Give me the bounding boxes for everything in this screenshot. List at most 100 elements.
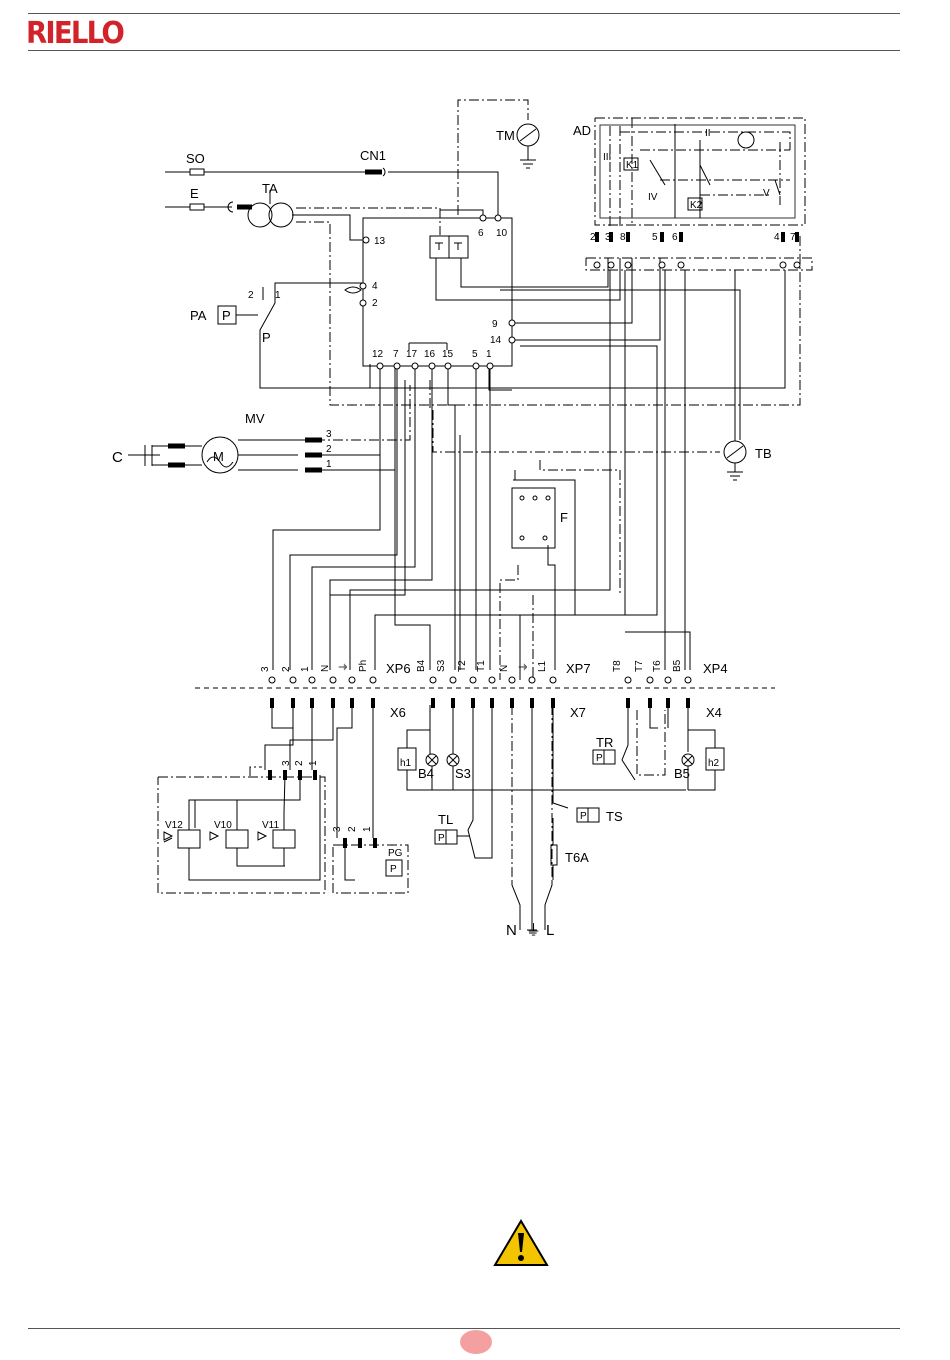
ad-pin-3: 3 bbox=[605, 232, 611, 243]
label-tl: TL bbox=[438, 812, 453, 827]
label-pg-box: P bbox=[390, 864, 397, 875]
pg-pin-3: 3 bbox=[332, 826, 343, 832]
mains-n: N bbox=[506, 922, 517, 939]
xp7-pin-b4: B4 bbox=[416, 659, 427, 672]
pin-14: 14 bbox=[490, 335, 502, 346]
pin-15: 15 bbox=[442, 349, 454, 360]
label-pg: PG bbox=[388, 848, 403, 859]
label-b4: B4 bbox=[418, 766, 434, 781]
label-v10: V10 bbox=[214, 820, 232, 831]
label-p-contact: P bbox=[262, 330, 271, 345]
pin-13: 13 bbox=[374, 236, 386, 247]
label-ts-box: P bbox=[580, 811, 587, 822]
xp7-pin-earth: ⏚ bbox=[518, 662, 530, 672]
label-x7: X7 bbox=[570, 705, 586, 720]
label-ad-ii: II bbox=[705, 128, 711, 139]
ad-pin-2: 2 bbox=[590, 232, 596, 243]
label-x4: X4 bbox=[706, 705, 722, 720]
terminal-points bbox=[269, 215, 800, 683]
label-tr-box: P bbox=[596, 753, 603, 764]
label-xp4: XP4 bbox=[703, 661, 728, 676]
label-c: C bbox=[112, 449, 123, 466]
pa-pin-2: 2 bbox=[248, 290, 254, 301]
xp6-pin-1: 1 bbox=[300, 666, 311, 672]
label-ad-iv: IV bbox=[648, 192, 658, 203]
pg-pin-1: 1 bbox=[362, 826, 373, 832]
pin-6: 6 bbox=[478, 228, 484, 239]
label-h2: h2 bbox=[708, 758, 720, 769]
xp4-pin-t8: T8 bbox=[612, 660, 623, 672]
label-x6: X6 bbox=[390, 705, 406, 720]
xp7-pin-n: N bbox=[499, 665, 510, 672]
pin-2: 2 bbox=[372, 298, 378, 309]
ad-pin-7: 7 bbox=[790, 232, 796, 243]
pin-17: 17 bbox=[406, 349, 418, 360]
label-ts: TS bbox=[606, 809, 623, 824]
internal-wiring bbox=[273, 210, 785, 680]
mv-pin-2: 2 bbox=[326, 444, 332, 455]
mains-earth: ⏚ bbox=[526, 922, 541, 939]
pin-4: 4 bbox=[372, 281, 378, 292]
pin-7: 7 bbox=[393, 349, 399, 360]
ad-pin-6: 6 bbox=[672, 232, 678, 243]
label-ad-iii: III bbox=[603, 152, 611, 163]
warning-triangle-icon bbox=[495, 1221, 547, 1265]
x6-pin-3: 3 bbox=[281, 760, 292, 766]
pg-pin-2: 2 bbox=[347, 826, 358, 832]
mains-l: L bbox=[546, 922, 554, 939]
label-tb: TB bbox=[755, 446, 772, 461]
x6-pin-2: 2 bbox=[294, 760, 305, 766]
xp4-pin-t6: T6 bbox=[652, 660, 663, 672]
xp6-pin-3: 3 bbox=[260, 666, 271, 672]
label-k1: K1 bbox=[626, 160, 639, 171]
xp6-pin-n: N bbox=[320, 665, 331, 672]
mv-pin-3: 3 bbox=[326, 429, 332, 440]
label-motor: M bbox=[213, 449, 224, 464]
label-tr: TR bbox=[596, 735, 613, 750]
label-f: F bbox=[560, 510, 568, 525]
x6-pin-1: 1 bbox=[308, 760, 319, 766]
pin-10: 10 bbox=[496, 228, 508, 239]
pin-16: 16 bbox=[424, 349, 436, 360]
pa-pin-1: 1 bbox=[275, 290, 281, 301]
label-t6a: T6A bbox=[565, 850, 589, 865]
ad-pin-5: 5 bbox=[652, 232, 658, 243]
pin-1: 1 bbox=[486, 349, 492, 360]
xp6-pin-ph: Ph bbox=[358, 660, 369, 672]
ad-pin-8: 8 bbox=[620, 232, 626, 243]
label-pa: PA bbox=[190, 308, 207, 323]
pa-switch bbox=[218, 283, 370, 388]
label-xp7: XP7 bbox=[566, 661, 591, 676]
pin-9: 9 bbox=[492, 319, 498, 330]
mv-pin-1: 1 bbox=[326, 459, 332, 470]
label-so: SO bbox=[186, 151, 205, 166]
label-v12: V12 bbox=[165, 820, 183, 831]
label-xp6: XP6 bbox=[386, 661, 411, 676]
f-fuse-box bbox=[512, 488, 555, 548]
label-h1: h1 bbox=[400, 758, 412, 769]
xp7-pin-t2: T2 bbox=[457, 660, 468, 672]
so-line bbox=[165, 168, 498, 215]
xp6-pin-2: 2 bbox=[281, 666, 292, 672]
xp7-pin-l1: L1 bbox=[537, 660, 548, 672]
label-ta: TA bbox=[262, 181, 278, 196]
label-tl-box: P bbox=[438, 833, 445, 844]
tm-sensor bbox=[517, 124, 539, 168]
label-ad-v: V bbox=[763, 188, 770, 199]
xp4-pin-b5: B5 bbox=[672, 659, 683, 672]
label-pa-box: P bbox=[222, 308, 231, 323]
xp4-pin-t7: T7 bbox=[634, 660, 645, 672]
valve-group bbox=[164, 705, 402, 880]
pin-5: 5 bbox=[472, 349, 478, 360]
label-k2: K2 bbox=[690, 200, 703, 211]
connector-blocks bbox=[270, 232, 797, 848]
ad-pin-4: 4 bbox=[774, 232, 780, 243]
xp6-pin-earth: ⏚ bbox=[338, 662, 350, 672]
label-ad: AD bbox=[573, 123, 591, 138]
label-v11: V11 bbox=[262, 820, 279, 831]
label-mv: MV bbox=[245, 411, 265, 426]
xp7-pin-t1: T1 bbox=[476, 660, 487, 672]
pin-12: 12 bbox=[372, 349, 384, 360]
xp7-pin-s3: S3 bbox=[436, 659, 447, 672]
